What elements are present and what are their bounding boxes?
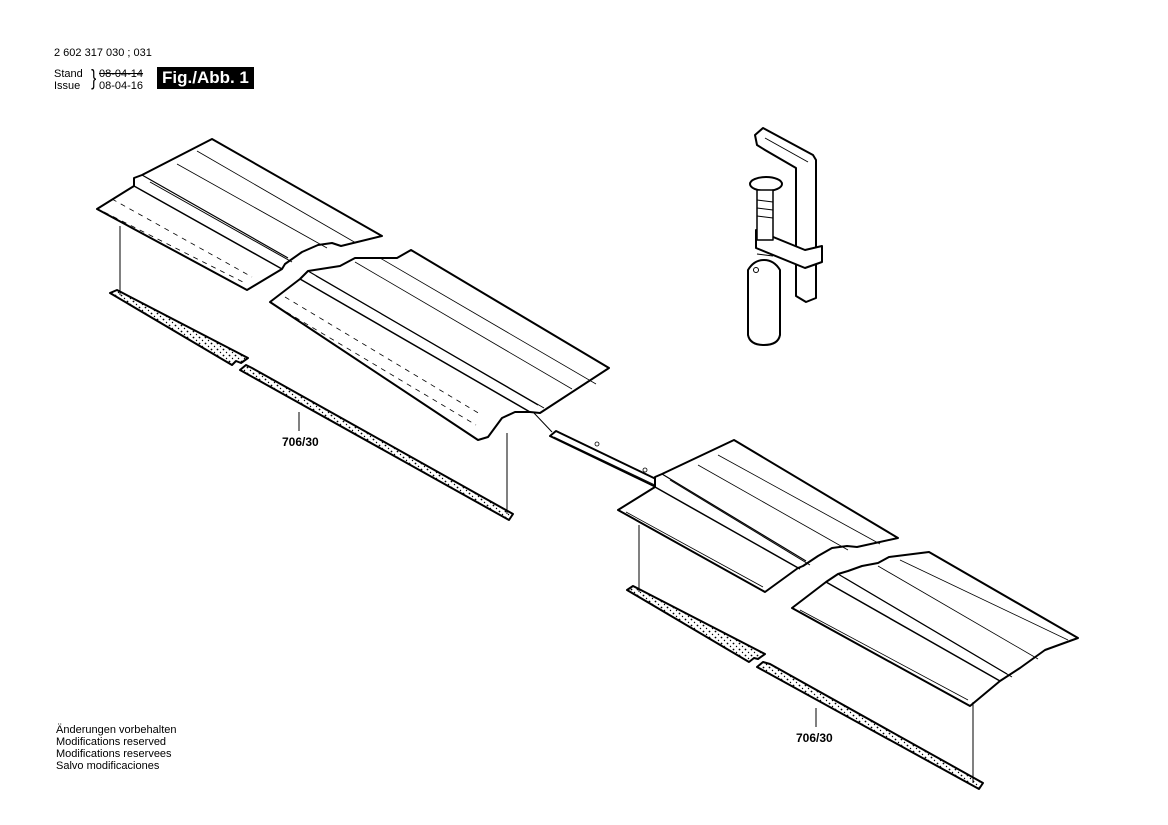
clamp-icon (747, 127, 823, 346)
friction-strip-4 (756, 661, 984, 790)
figure-label: Fig./Abb. 1 (157, 67, 254, 89)
part-label-706-30-right: 706/30 (796, 731, 833, 745)
connector-bar (533, 412, 659, 488)
friction-strip-1 (109, 289, 249, 366)
stand-issue-labels: Stand Issue (54, 68, 83, 92)
part-number: 2 602 317 030 ; 031 (54, 47, 152, 59)
guide-rail-segment-1 (96, 138, 383, 291)
dates: 08-04-14 08-04-16 (99, 68, 143, 92)
part-label-706-30-left: 706/30 (282, 435, 319, 449)
footer-notice: Änderungen vorbehalten Modifications res… (56, 724, 176, 772)
guide-rail-segment-4 (791, 551, 1079, 707)
footer-line-fr: Modifications reservees (56, 748, 172, 760)
friction-strip-2 (239, 364, 514, 521)
footer-line-es: Salvo modificaciones (56, 760, 160, 772)
leader-lines (119, 226, 974, 783)
guide-rail-segment-3 (617, 439, 899, 593)
issue-label: Issue (54, 80, 81, 92)
friction-strip-3 (626, 585, 766, 663)
footer-line-de: Änderungen vorbehalten (56, 724, 177, 736)
issue-date: 08-04-16 (99, 80, 144, 92)
brace-glyph: } (91, 65, 97, 90)
stand-date: 08-04-14 (99, 68, 144, 80)
guide-rail-segment-2 (269, 249, 610, 441)
stand-label: Stand (54, 68, 83, 80)
footer-line-en: Modifications reserved (56, 736, 167, 748)
